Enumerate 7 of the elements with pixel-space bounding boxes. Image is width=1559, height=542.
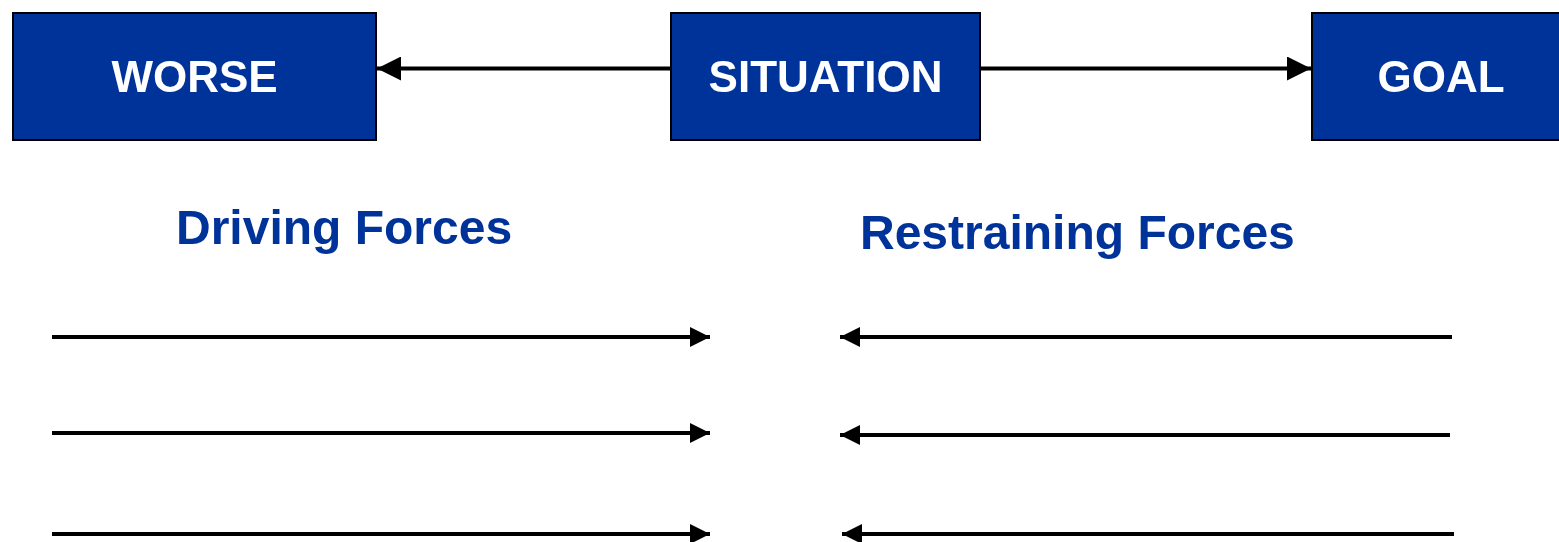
arrow [377,56,670,81]
state-box: GOAL [1311,12,1559,141]
arrow [981,56,1311,81]
column-heading: Driving Forces [176,200,513,255]
state-box: WORSE [12,12,377,141]
state-box: SITUATION [670,12,981,141]
column-heading: Restraining Forces [860,205,1295,260]
